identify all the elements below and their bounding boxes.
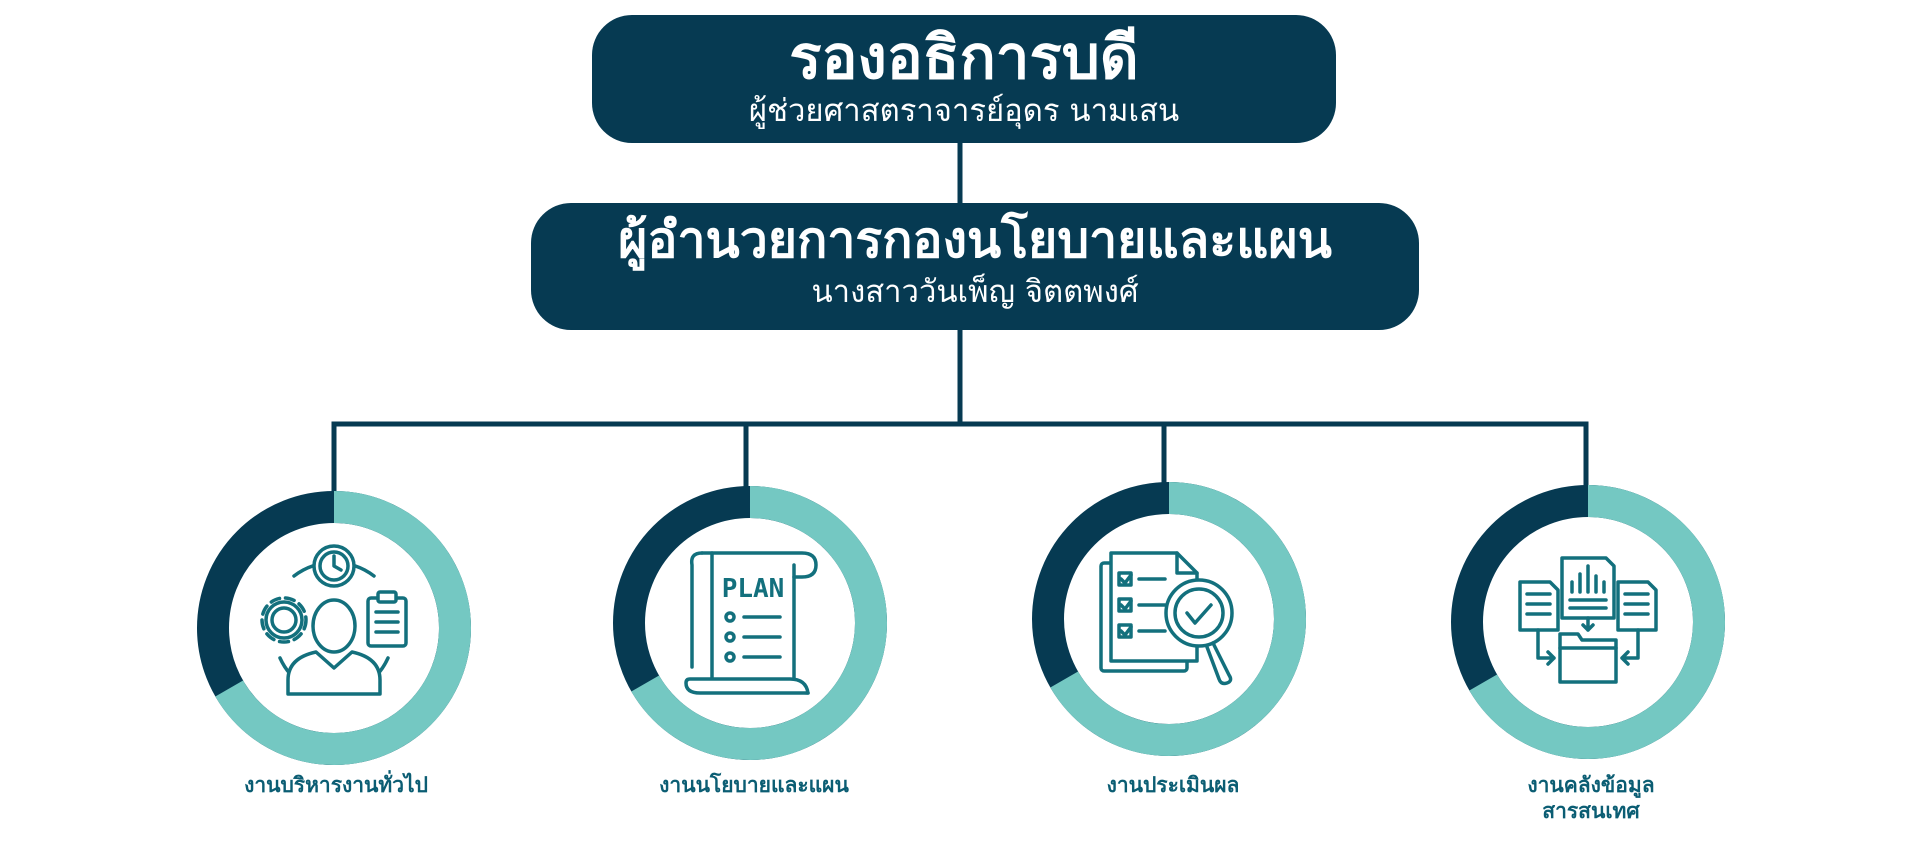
dept-label-line: งานคลังข้อมูล xyxy=(1527,773,1655,797)
connector-lines xyxy=(331,137,1589,495)
director-name: นางสาววันเพ็ญ จิตตพงศ์ xyxy=(811,274,1139,310)
dept-label-line: งานประเมินผล xyxy=(1106,773,1240,797)
dept-ring-1 xyxy=(197,491,471,765)
dept-ring-4 xyxy=(1451,485,1725,759)
vice-president-box: รองอธิการบดี ผู้ช่วยศาสตราจารย์อุดร นามเ… xyxy=(592,15,1336,143)
plan-label: PLAN xyxy=(722,574,785,604)
director-title: ผู้อำนวยการกองนโยบายและแผน xyxy=(618,211,1332,269)
dept-label-line: งานบริหารงานทั่วไป xyxy=(244,773,428,797)
documents-to-folder-icon xyxy=(1518,556,1658,684)
director-box: ผู้อำนวยการกองนโยบายและแผน นางสาววันเพ็ญ… xyxy=(531,203,1419,330)
dept-ring-3 xyxy=(1032,482,1306,756)
plan-scroll-icon: PLAN xyxy=(684,551,818,695)
dept-label-general-admin: งานบริหารงานทั่วไป xyxy=(176,772,496,798)
checklist-magnifier-icon xyxy=(1099,551,1234,686)
dept-label-data-warehouse: งานคลังข้อมูล สารสนเทศ xyxy=(1431,772,1751,824)
dept-label-line-2: สารสนเทศ xyxy=(1542,799,1640,823)
vice-president-name: ผู้ช่วยศาสตราจารย์อุดร นามเสน xyxy=(748,93,1180,129)
dept-label-policy-plan: งานนโยบายและแผน xyxy=(594,772,914,798)
vice-president-title: รองอธิการบดี xyxy=(789,23,1139,93)
dept-ring-2 xyxy=(613,486,887,760)
person-gear-clock-clipboard-icon xyxy=(260,544,408,696)
dept-label-line: งานนโยบายและแผน xyxy=(659,773,849,797)
dept-label-evaluation: งานประเมินผล xyxy=(1013,772,1333,798)
